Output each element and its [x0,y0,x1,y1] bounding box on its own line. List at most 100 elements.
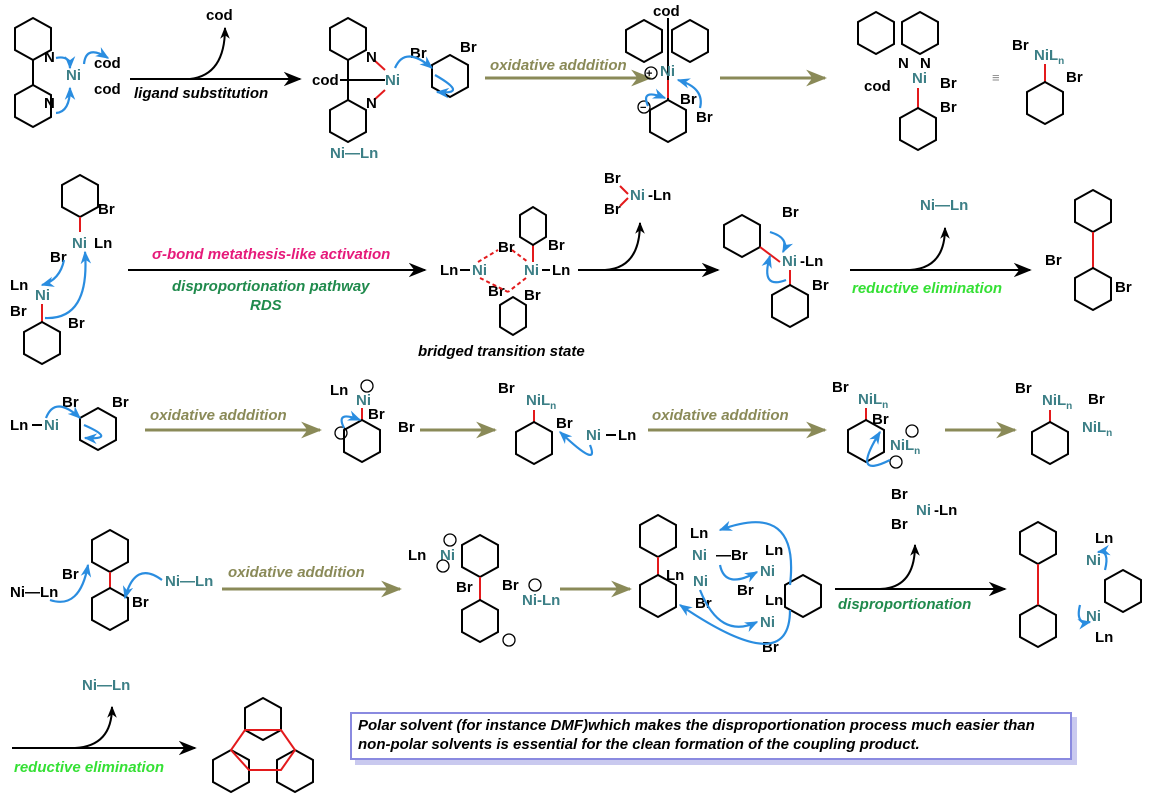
oxidative-addition-label: oxidative adddition [652,407,789,424]
nickel-label: Ni [356,392,371,409]
released-cod: cod [206,7,233,24]
bromine-label: Br [1012,37,1029,54]
bromine-label: Br [1045,252,1062,269]
reductive-elimination-label: reductive elimination [852,280,1002,297]
ni-with-dibromobenzene: Ln Ni Br Br [10,394,129,452]
diaryl-nickel-complex: Br Ni -Ln Br [723,204,829,329]
ln-ni-label: Ni—Ln [10,584,58,601]
curly-arrow [698,589,759,632]
positive-charge [360,379,374,393]
bromine-label: Br [812,277,829,294]
cod-label: cod [94,55,121,72]
nitrogen-label: N [44,95,55,112]
ligand-label: -Ln [934,502,957,519]
bromine-label: Br [398,419,415,436]
bromine-label: Br [68,315,85,332]
release-arrow [909,226,950,271]
curly-arrow [769,230,794,254]
bromine-label: Br [456,579,473,596]
curly-arrow [718,520,793,586]
bromine-label: Br [62,566,79,583]
bromine-label: Br [1115,279,1132,296]
nickel-label: Ni [472,262,487,279]
disproportionation-pathway-label: disproportionation pathway [172,278,370,295]
bromine-label: Br [1015,380,1032,397]
meisenheimer-intermediate-2: Br NiLn Br NiLn [832,379,920,469]
bromine-label: Br [695,595,712,612]
bromine-label: Br [112,394,129,411]
bromine-label: Br [737,582,754,599]
aryl-nickel-bromide-complex: N N Ni cod Br Br ≡ Br NiLn Br [857,10,1083,152]
curly-arrow [55,56,76,70]
curly-arrow [1096,544,1111,571]
bromine-label: Br [782,204,799,221]
ligand-label: Ln [440,262,458,279]
negative-charge [334,426,348,440]
disproportionation-label: disproportionation [838,596,971,613]
nickel-label: Ni [782,253,797,270]
nickel-label: Ni [35,287,50,304]
curly-arrow [44,250,92,320]
ligand-label: Ln [10,417,28,434]
curly-arrow [559,431,594,456]
nickel-ln-label: NiLn [1082,419,1112,439]
bromine-label: Br [132,594,149,611]
ligand-label: Ln [10,277,28,294]
ligand-label: Ln [1095,530,1113,547]
nickel-label: Ni [66,67,81,84]
curly-arrow [761,254,787,284]
minus-sign: − [640,102,646,114]
nickel-label: Ni [630,187,645,204]
bromine-label: Br [872,411,889,428]
nickel-label: Ni [524,262,539,279]
two-aryl-nickel-complexes: Br Ni Ln Br Ln Ni Br Br [10,173,115,366]
catalyst-label: Ni—Ln [920,197,968,214]
bromine-label: Br [940,99,957,116]
nickel-label: Ni [385,72,400,89]
release-arrow [74,705,117,749]
negative-charge [443,533,457,547]
bromine-label: Br [1066,69,1083,86]
nickel-label: Ni [693,573,708,590]
bromine-label: Br [548,237,565,254]
bridged-transition-state: Ln Ni Br Ni Ln Br Br Br bridged transiti… [418,205,585,360]
nickel-label: Ni [72,235,87,252]
bromine-label: Br [832,379,849,396]
catalyst-label: Ni—Ln [330,145,378,162]
oxidative-addition-label: oxidative adddition [228,564,365,581]
bromine-label: Br [940,75,957,92]
cod-label: cod [864,78,891,95]
dibromobenzene: Br Br [393,39,477,99]
curly-arrow [340,410,362,429]
ligand-label: Ln [94,235,112,252]
curly-arrow [393,55,434,69]
triphenylene-product [212,696,314,794]
ni-bipyridine-complex: N N Ni cod Ni—Ln [312,16,400,162]
bromine-label: Br [488,283,505,300]
ligand-label: Ln [330,382,348,399]
curly-arrow [718,564,759,583]
bromine-label: Br [524,287,541,304]
nickel-label: Ni [692,547,707,564]
nickel-ln-label: NiLn [890,437,920,457]
double-meisenheimer-intermediate: Ln Ni Br Br Ni-Ln [408,533,560,647]
step-oxidative-addition-2: oxidative adddition [145,407,323,439]
step-oxidative-addition-4: oxidative adddition [222,564,403,598]
curly-arrow [44,405,81,419]
bromine-label: Br [502,577,519,594]
nickelacycle: Ln Ni Ni Ln [1019,520,1142,649]
nickel-ln-label: NiLn [1034,47,1064,67]
bromine-label: Br [98,201,115,218]
nitrogen-label: N [366,49,377,66]
nickel-ln-label: Ni-Ln [522,592,560,609]
bromine-label: Br [604,170,621,187]
bromine-label: Br [604,201,621,218]
equivalent-sign: ≡ [992,70,1000,85]
nitrogen-label: N [898,55,909,72]
cod-label: cod [94,81,121,98]
ligand-label: Ln [1095,629,1113,646]
nickel-label: Ni [760,614,775,631]
nickel-label: Ni [44,417,59,434]
step-reductive-elimination-2: Ni—Ln reductive elimination [12,677,197,776]
ligand-label: Ln [552,262,570,279]
